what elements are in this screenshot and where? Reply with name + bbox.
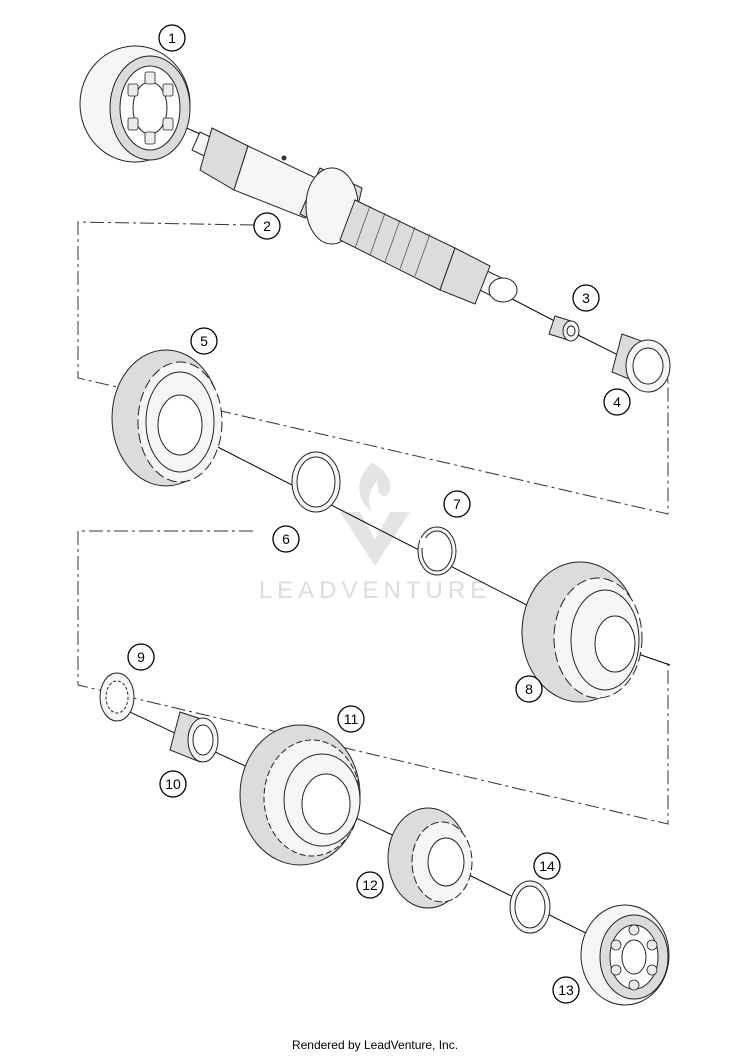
- callout-14: 14: [533, 852, 561, 880]
- needle-bearing-10[interactable]: [169, 711, 219, 763]
- gear-5[interactable]: [111, 349, 223, 487]
- lower-group-frame: [77, 530, 669, 825]
- svg-text:8: 8: [525, 681, 533, 697]
- svg-text:5: 5: [200, 333, 208, 349]
- callout-13: 13: [552, 976, 580, 1004]
- needle-bushing[interactable]: [548, 315, 580, 342]
- svg-text:6: 6: [282, 531, 290, 547]
- callout-7: 7: [443, 490, 471, 518]
- watermark-text: LEADVENTURE: [259, 577, 491, 604]
- callout-6: 6: [272, 525, 300, 553]
- svg-text:11: 11: [344, 711, 359, 727]
- flame-logo-icon: [340, 462, 410, 566]
- svg-text:1: 1: [168, 30, 176, 46]
- callout-2: 2: [253, 212, 281, 240]
- thrust-washer-6[interactable]: [291, 451, 341, 513]
- svg-text:2: 2: [263, 218, 271, 234]
- callout-11: 11: [337, 705, 365, 733]
- callout-3: 3: [572, 284, 600, 312]
- svg-text:13: 13: [558, 982, 574, 998]
- thrust-washer-14[interactable]: [509, 880, 551, 934]
- ball-bearing[interactable]: [580, 904, 670, 1006]
- gear-11[interactable]: [239, 724, 361, 866]
- gear-8[interactable]: [521, 561, 643, 703]
- callout-9: 9: [127, 643, 155, 671]
- circlip-7[interactable]: [417, 526, 457, 576]
- svg-text:10: 10: [165, 776, 181, 792]
- render-credit: Rendered by LeadVenture, Inc.: [291, 1038, 459, 1052]
- splined-washer[interactable]: [99, 672, 135, 722]
- callout-12: 12: [356, 871, 384, 899]
- callout-10: 10: [159, 770, 187, 798]
- callout-8: 8: [515, 675, 543, 703]
- upper-group-frame: [77, 221, 669, 515]
- svg-text:9: 9: [137, 649, 145, 665]
- svg-text:14: 14: [539, 858, 555, 874]
- svg-text:7: 7: [453, 496, 461, 512]
- main-shaft[interactable]: [191, 127, 518, 305]
- callout-5: 5: [190, 327, 218, 355]
- callout-1: 1: [158, 24, 186, 52]
- roller-bearing[interactable]: [79, 45, 191, 163]
- svg-text:4: 4: [613, 394, 621, 410]
- bearing-sleeve[interactable]: [611, 333, 671, 393]
- svg-text:12: 12: [362, 877, 378, 893]
- svg-text:3: 3: [582, 290, 590, 306]
- leadventure-watermark: LEADVENTURE: [259, 462, 491, 604]
- callout-4: 4: [603, 388, 631, 416]
- gear-12[interactable]: [387, 807, 473, 909]
